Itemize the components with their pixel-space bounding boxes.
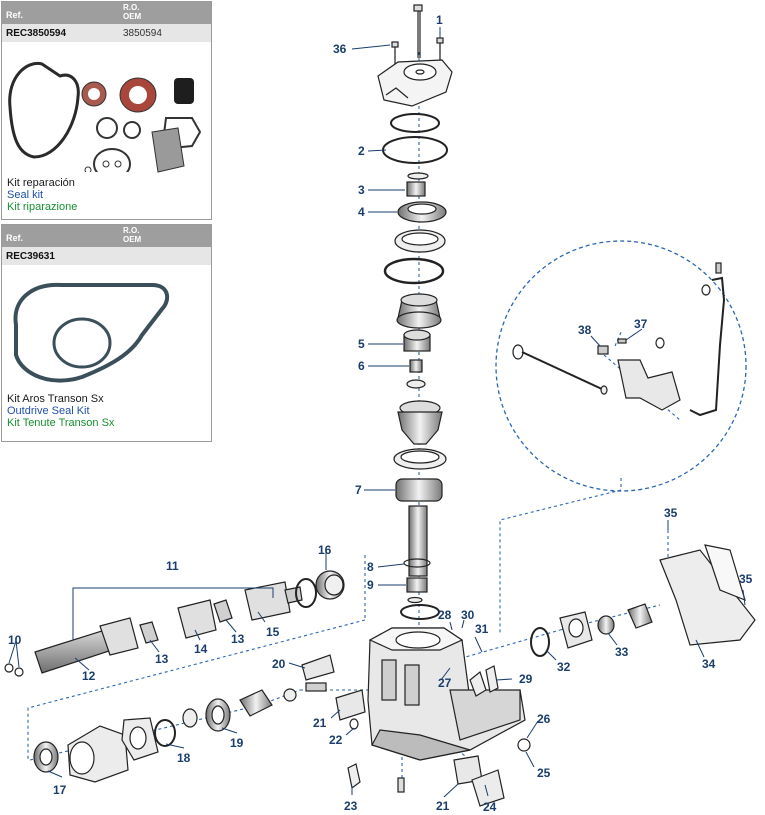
callout-12: 12 xyxy=(82,669,96,683)
callout-leaders xyxy=(8,27,746,798)
callout-21b: 21 xyxy=(436,799,450,813)
detail-zoom-circle xyxy=(495,240,747,492)
callout-34: 34 xyxy=(702,657,716,671)
kit-name-es: Kit reparación xyxy=(7,177,75,189)
callout-6: 6 xyxy=(358,359,365,373)
callout-32: 32 xyxy=(557,660,571,674)
callout-29: 29 xyxy=(519,672,533,686)
kit-box-outdrive-seal-kit: Ref. R.O.OEM REC39631 Kit Aros Transon S… xyxy=(1,224,212,442)
callout-20: 20 xyxy=(272,657,286,671)
gasket-plate-illustration xyxy=(151,127,185,173)
callout-36: 36 xyxy=(333,42,347,56)
callout-30: 30 xyxy=(461,608,475,622)
kit-box-seal-kit: Ref. R.O.OEM REC3850594 3850594 Kit repa… xyxy=(1,1,212,220)
callout-38: 38 xyxy=(578,323,592,337)
callout-16: 16 xyxy=(318,543,332,557)
callout-13b: 13 xyxy=(231,632,245,646)
callout-35a: 35 xyxy=(664,506,678,520)
callout-24: 24 xyxy=(483,800,497,814)
callout-17: 17 xyxy=(53,783,67,797)
ro-oem-label: R.O.OEM xyxy=(123,226,142,244)
kit-name-it: Kit Tenute Transon Sx xyxy=(7,417,115,429)
callout-22: 22 xyxy=(329,733,343,747)
callout-28: 28 xyxy=(438,608,452,622)
outdrive-seal-kit-image: Kit Aros Transon Sx Outdrive Seal Kit Ki… xyxy=(2,265,211,440)
lower-left-parts xyxy=(33,654,405,793)
kit-code-row: REC3850594 3850594 xyxy=(2,24,211,42)
kit-name-it: Kit riparazione xyxy=(7,201,78,213)
ref-label: Ref. xyxy=(6,10,24,20)
callout-9: 9 xyxy=(367,578,374,592)
callout-14: 14 xyxy=(194,642,208,656)
kit-header: Ref. R.O.OEM xyxy=(2,2,211,24)
callout-27: 27 xyxy=(438,676,452,690)
callout-8: 8 xyxy=(367,560,374,574)
right-side-parts xyxy=(453,544,756,807)
kit-names: Kit reparación Seal kit Kit riparazione xyxy=(7,177,77,213)
callout-labels: 1 36 2 3 4 5 6 7 8 9 16 11 10 12 13 14 1… xyxy=(8,13,753,814)
kit-names: Kit Aros Transon Sx Outdrive Seal Kit Ki… xyxy=(7,393,114,429)
detail-linkage-parts xyxy=(512,262,726,417)
kit-oem-number: 3850594 xyxy=(123,28,162,39)
kit-header: Ref. R.O.OEM xyxy=(2,225,211,247)
callout-15: 15 xyxy=(266,625,280,639)
callout-2: 2 xyxy=(358,144,365,158)
callout-19: 19 xyxy=(230,736,244,750)
callout-3: 3 xyxy=(358,183,365,197)
callout-10: 10 xyxy=(8,633,22,647)
kit-name-es: Kit Aros Transon Sx xyxy=(7,393,104,405)
callout-7: 7 xyxy=(355,483,362,497)
callout-35b: 35 xyxy=(739,572,753,586)
kit-name-en: Outdrive Seal Kit xyxy=(7,405,90,417)
vertical-stack-parts xyxy=(377,4,453,620)
callout-31: 31 xyxy=(475,622,489,636)
ro-oem-label: R.O.OEM xyxy=(123,3,142,21)
kit-code: REC3850594 xyxy=(6,28,67,39)
callout-37: 37 xyxy=(634,317,648,331)
callout-13a: 13 xyxy=(155,652,169,666)
callout-33: 33 xyxy=(615,645,629,659)
callout-18: 18 xyxy=(177,751,191,765)
callout-25: 25 xyxy=(537,766,551,780)
callout-1: 1 xyxy=(436,13,443,27)
callout-21a: 21 xyxy=(313,716,327,730)
callout-23: 23 xyxy=(344,799,358,813)
callout-26: 26 xyxy=(537,712,551,726)
seal-kit-illustration xyxy=(8,61,202,180)
callout-5: 5 xyxy=(358,337,365,351)
outdrive-seal-illustration xyxy=(13,282,170,383)
callout-4: 4 xyxy=(358,205,365,219)
seal-kit-image: Kit reparación Seal kit Kit riparazione xyxy=(2,42,211,217)
kit-code-row: REC39631 xyxy=(2,247,211,265)
callout-11: 11 xyxy=(166,559,179,573)
gearcase-housing xyxy=(367,627,526,761)
kit-code: REC39631 xyxy=(6,251,55,262)
kit-name-en: Seal kit xyxy=(7,189,44,201)
ref-label: Ref. xyxy=(6,233,24,243)
driveshaft-assembly xyxy=(4,570,345,677)
